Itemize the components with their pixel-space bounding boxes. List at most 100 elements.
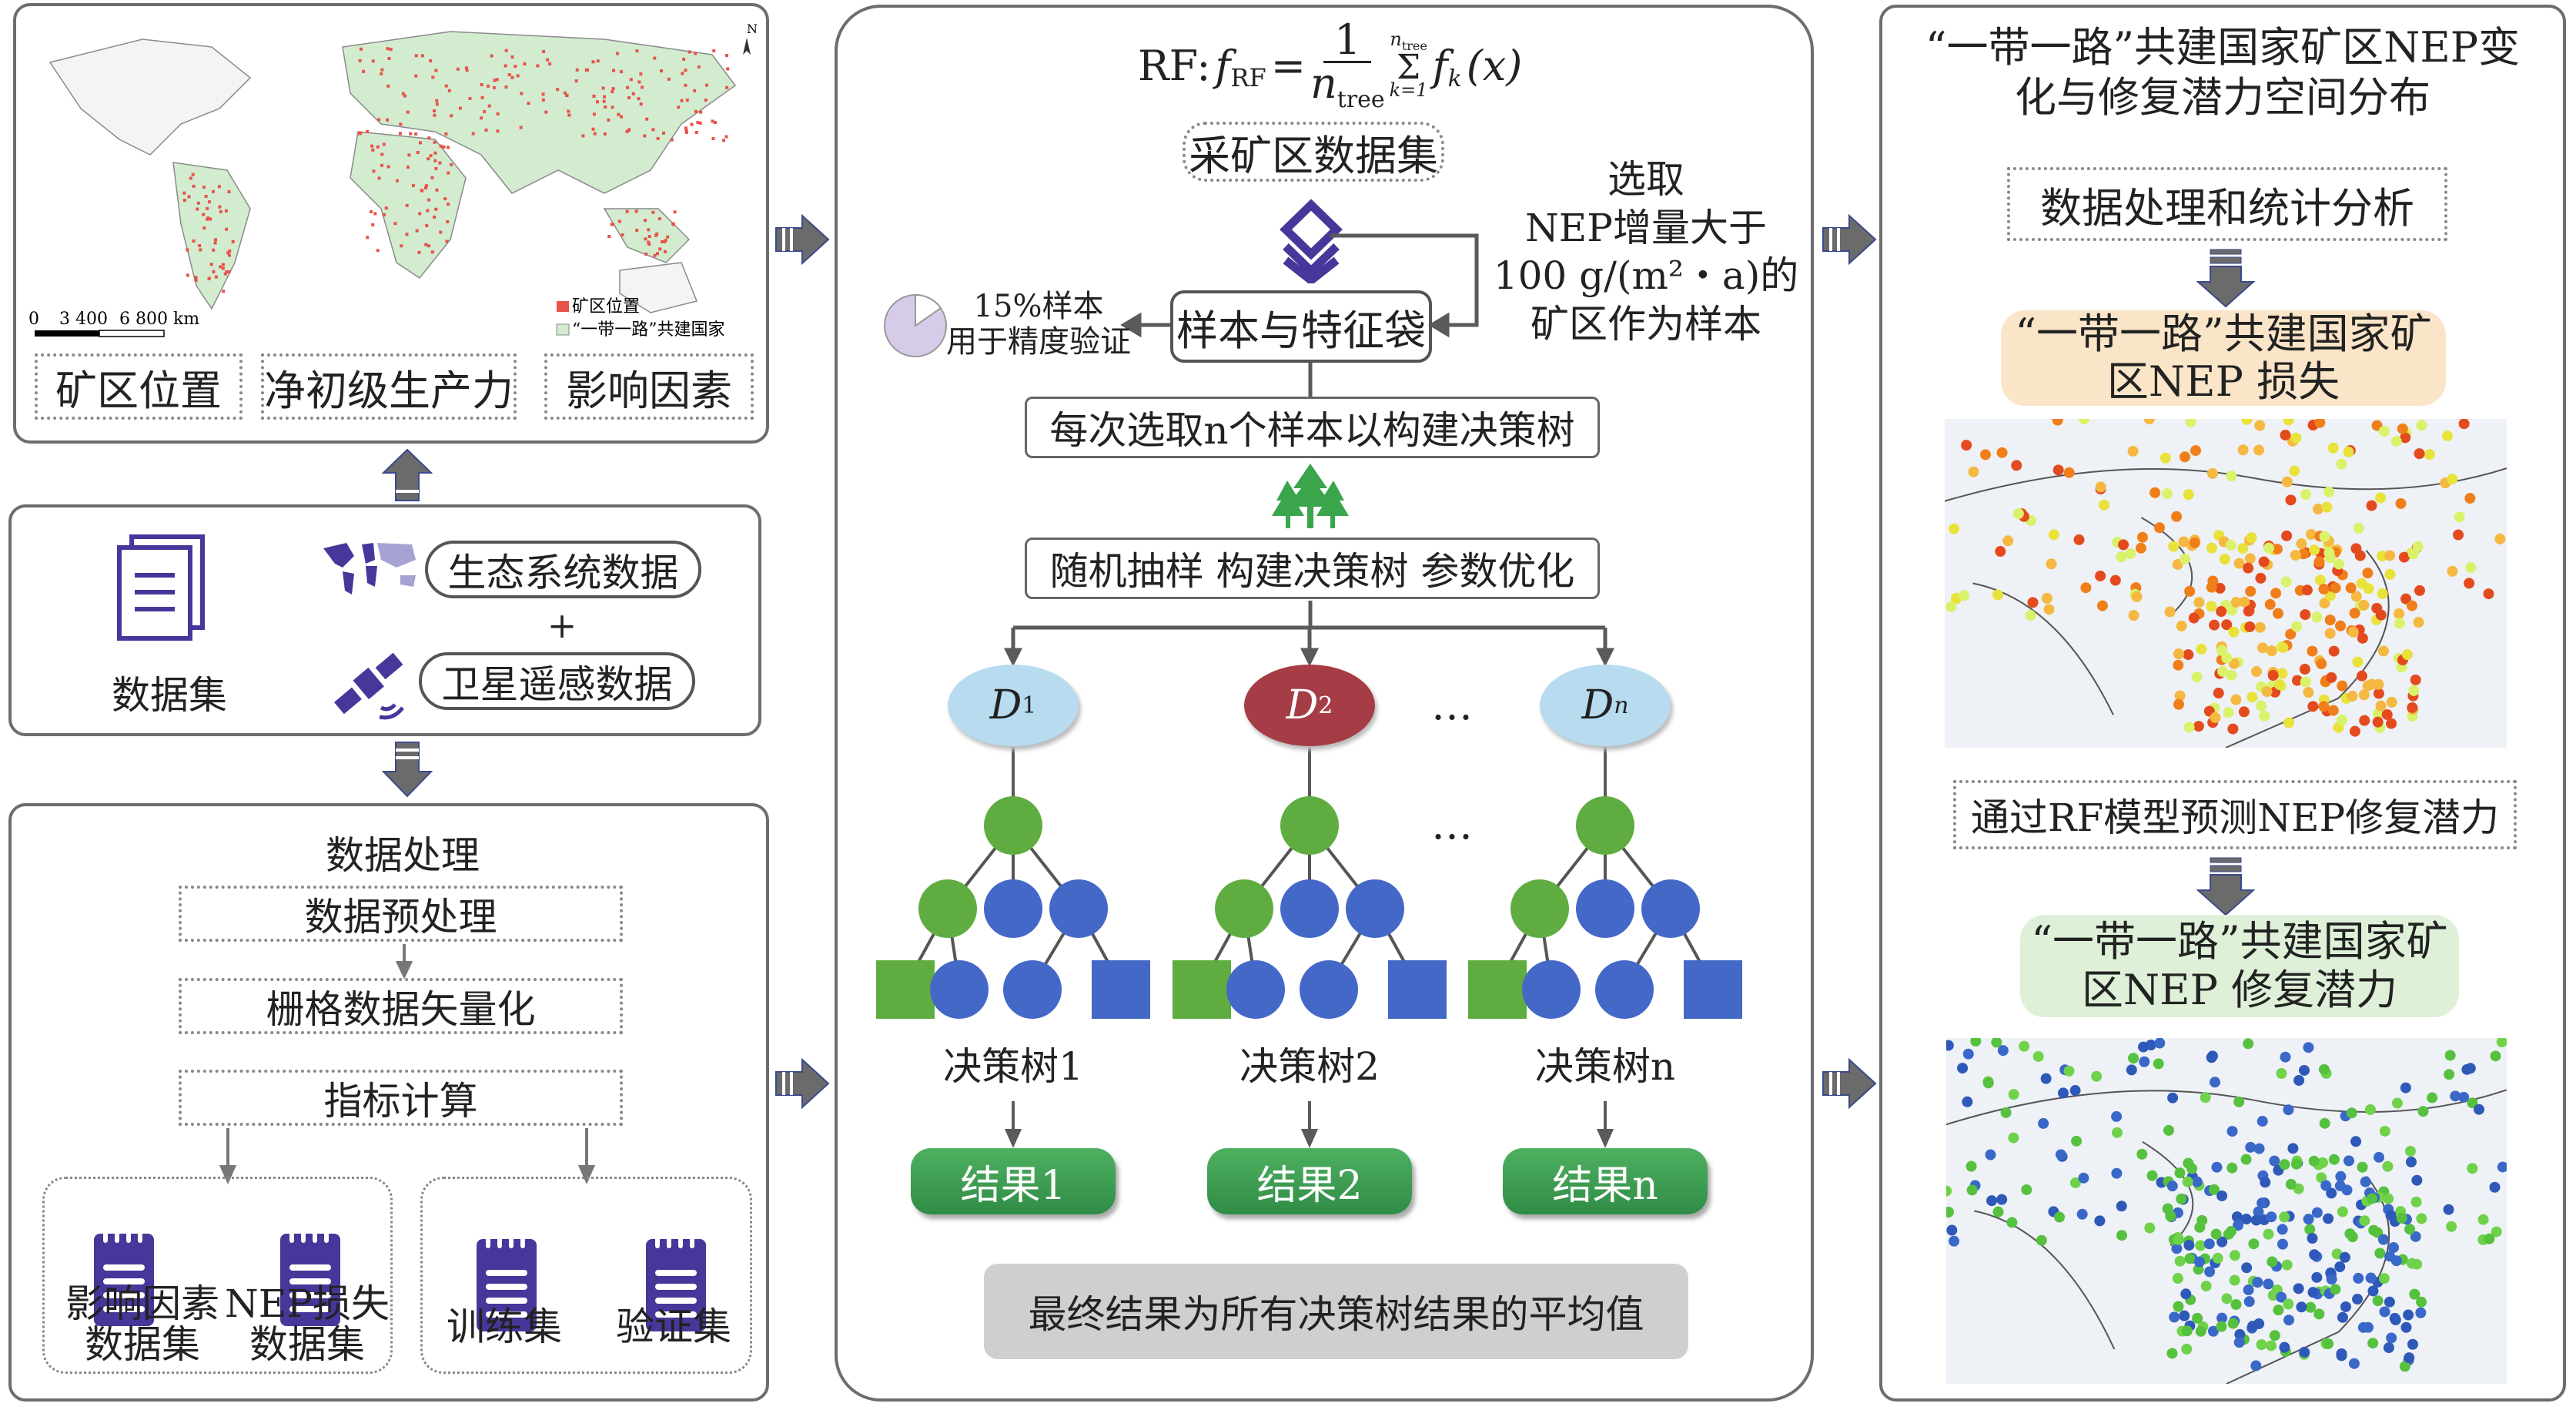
forest-icon — [1272, 464, 1349, 528]
down-arrow-icon — [2196, 249, 2256, 308]
split-node — [1510, 879, 1569, 938]
sum-bottom: k=1 — [1389, 79, 1428, 102]
down-arrow-icon — [381, 742, 433, 798]
pie-chart-icon — [884, 293, 947, 357]
sum-symbol: Σ — [1397, 47, 1421, 87]
mid-connectors — [1003, 233, 1615, 1148]
notebook-icon — [280, 1231, 340, 1326]
scale-3400: 3 400 — [59, 310, 108, 329]
selection-note: 选取 NEP增量大于 100 g/(m²・a)的 矿区作为样本 — [1494, 156, 1798, 348]
restoration-potential-box: “一带一路”共建国家矿区NEP 修复潜力 — [2020, 915, 2459, 1017]
data-sources-panel: 数据集 生态系统数据 + 卫星遥感数据 — [8, 504, 761, 736]
ecosystem-data-pill: 生态系统数据 — [425, 541, 701, 598]
sum-top-sub: tree — [1401, 39, 1427, 54]
formula-term-sub: k — [1447, 65, 1462, 92]
split-node — [1215, 879, 1273, 938]
step-indicators: 指标计算 — [179, 1070, 623, 1126]
formula-f-sub: RF — [1230, 63, 1266, 92]
note-line: 100 g/(m²・a)的 — [1493, 253, 1799, 298]
leaf-node — [876, 960, 935, 1019]
step-vectorize: 栅格数据矢量化 — [179, 978, 623, 1034]
mining-dataset-label: 采矿区数据集 — [1189, 131, 1438, 180]
decision-tree — [876, 796, 1150, 1019]
legend-country-swatch — [556, 323, 570, 336]
remote-sensing-data-pill: 卫星遥感数据 — [419, 652, 695, 710]
legend-mine-swatch — [557, 301, 569, 312]
node-letter: D — [1286, 682, 1319, 728]
leaf-node — [1522, 960, 1581, 1019]
leaf-node — [1280, 879, 1339, 938]
remote-sensing-data-label: 卫星遥感数据 — [441, 661, 673, 707]
label-line: 数据集 — [249, 1321, 365, 1367]
step-preprocess: 数据预处理 — [179, 886, 623, 942]
data-processing-panel: 数据处理 数据预处理 栅格数据矢量化 指标计算 影响因素数据集 NEP损失数据集… — [8, 803, 769, 1402]
node-subscript: 1 — [1022, 692, 1037, 719]
factor-dataset-label: 影响因素数据集 — [58, 1284, 227, 1365]
root-node — [984, 796, 1042, 855]
legend-mine-label: 矿区位置 — [572, 297, 640, 316]
split-node — [1049, 879, 1108, 938]
note-line: 选取 — [1607, 157, 1684, 202]
label-line: 数据集 — [85, 1321, 200, 1367]
title-line: 化与修复潜力空间分布 — [2015, 72, 2430, 122]
validation-line: 15%样本 — [973, 289, 1104, 324]
root-node — [1280, 796, 1339, 855]
step-label: 指标计算 — [323, 1078, 478, 1124]
right-arrow-icon — [1822, 1058, 1877, 1109]
potential-line: 区NEP 修复潜力 — [2081, 965, 2398, 1014]
tree-result-pill: 结果1 — [911, 1148, 1116, 1214]
title-line: “一带一路”共建国家矿区NEP变 — [1925, 23, 2521, 72]
world-map: N 0 3 400 6 800 km 矿区位置 “一带一路”共建国家 — [19, 16, 759, 340]
validation-note: 15%样本用于精度验证 — [942, 289, 1135, 360]
leaf-node — [1576, 879, 1634, 938]
nep-loss-map — [1945, 419, 2507, 748]
processing-arrows — [219, 944, 596, 1184]
sample-feature-bag-box: 样本与特征袋 — [1170, 290, 1432, 363]
final-result-label: 最终结果为所有决策树结果的平均值 — [1028, 1292, 1644, 1337]
node-letter: D — [1581, 682, 1614, 728]
formula-f: f — [1215, 41, 1231, 90]
training-set-label: 训练集 — [447, 1305, 562, 1349]
legend-country-label: “一带一路”共建国家 — [572, 320, 725, 340]
ellipsis-trees: … — [1431, 799, 1473, 849]
satellite-icon — [333, 652, 404, 720]
leaf-node — [1092, 960, 1150, 1019]
tree-result-pill: 结果2 — [1207, 1148, 1412, 1214]
restoration-potential-map — [1946, 1038, 2507, 1384]
ecosystem-data-label: 生态系统数据 — [447, 550, 679, 595]
formula-eq: = — [1270, 41, 1306, 90]
formula-numerator: 1 — [1323, 19, 1372, 64]
mining-dataset-box: 采矿区数据集 — [1183, 122, 1444, 182]
label-line: NEP损失 — [225, 1281, 390, 1326]
ellipsis-nodes: … — [1431, 680, 1473, 729]
leaf-node — [1300, 960, 1358, 1019]
leaf-node — [984, 879, 1042, 938]
formula-den-sub: tree — [1337, 85, 1385, 113]
sample-feature-bag-label: 样本与特征袋 — [1176, 306, 1426, 355]
leaf-node — [1388, 960, 1447, 1019]
mine-locations — [182, 47, 730, 293]
build-trees-label: 每次选取n个样本以构建决策树 — [1049, 408, 1575, 453]
category-factors: 影响因素 — [544, 353, 754, 420]
spatial-distribution-panel: “一带一路”共建国家矿区NEP变化与修复潜力空间分布 数据处理和统计分析 “一带… — [1879, 5, 2566, 1402]
train-validation-group — [420, 1177, 752, 1374]
up-arrow-icon — [381, 448, 433, 501]
analysis-box: 数据处理和统计分析 — [2007, 167, 2447, 241]
notebook-icon — [646, 1236, 706, 1331]
category-mine-location: 矿区位置 — [35, 353, 243, 420]
note-line: 矿区作为样本 — [1531, 301, 1761, 347]
world-icon — [323, 543, 416, 594]
build-trees-box: 每次选取n个样本以构建决策树 — [1025, 397, 1600, 458]
final-result-box: 最终结果为所有决策树结果的平均值 — [984, 1264, 1688, 1359]
formula-arg: (x) — [1466, 41, 1523, 90]
tree-label: 决策树n — [1534, 1044, 1676, 1089]
validation-set-label: 验证集 — [616, 1305, 731, 1349]
document-stack-icon — [117, 534, 205, 641]
node-subscript: n — [1614, 692, 1629, 719]
leaf-node — [1684, 960, 1742, 1019]
leaf-node — [1003, 960, 1062, 1019]
